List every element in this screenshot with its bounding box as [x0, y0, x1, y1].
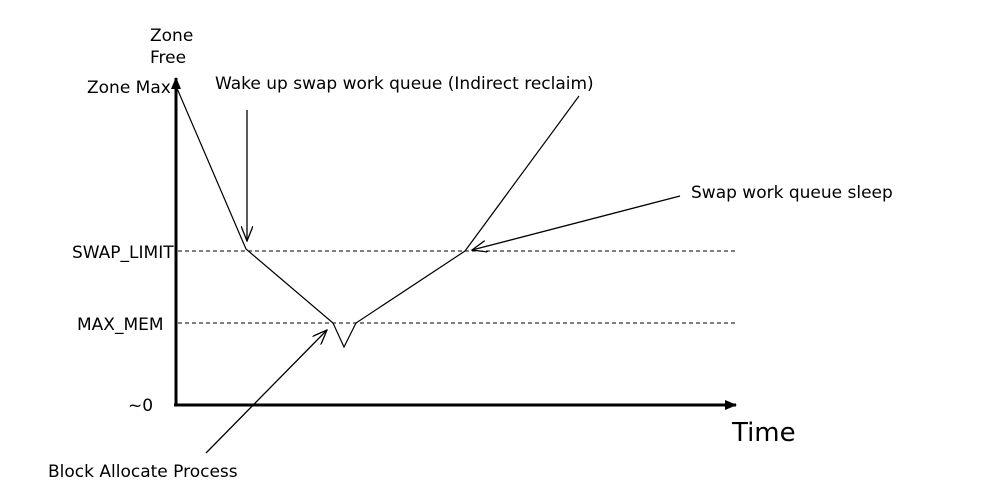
y-axis-label-line2: Free: [150, 48, 186, 68]
wake-up-annotation: Wake up swap work queue (Indirect reclai…: [215, 74, 594, 94]
zero-label: ~0: [128, 396, 153, 416]
y-axis-label-line1: Zone: [150, 26, 193, 46]
block-allocate-annotation: Block Allocate Process: [48, 462, 238, 482]
block-allocate-arrow: [205, 330, 327, 454]
zone-max-label: Zone Max: [87, 78, 171, 98]
swap-limit-label: SWAP_LIMIT: [72, 243, 174, 263]
sleep-annotation: Swap work queue sleep: [691, 183, 893, 203]
zone-free-curve: [175, 85, 580, 349]
max-mem-label: MAX_MEM: [77, 315, 164, 335]
x-axis-label: Time: [731, 418, 796, 448]
sleep-arrow: [472, 195, 681, 250]
